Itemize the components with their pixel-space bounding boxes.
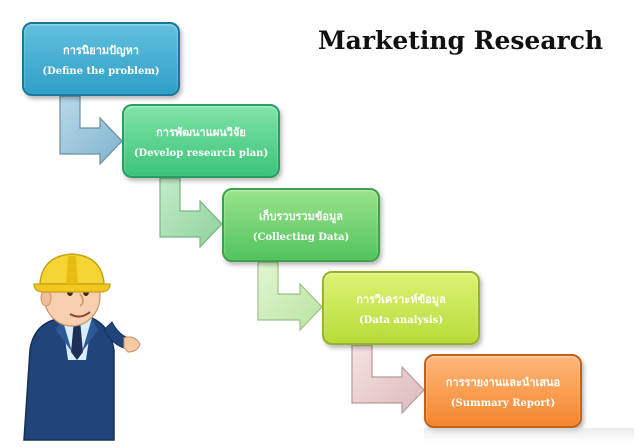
floor-shadow: [424, 428, 634, 442]
step-summary-report: การรายงานและนำเสนอ (Summary Report): [424, 354, 582, 428]
step-thai-label: การพัฒนาแผนวิจัย: [156, 126, 246, 139]
step-english-label: (Data analysis): [358, 315, 444, 326]
step-english-label: (Develop research plan): [133, 148, 269, 159]
step-english-label: (Collecting Data): [252, 232, 350, 243]
suit: [23, 317, 115, 441]
step-collect-data: เก็บรวบรวมข้อมูล (Collecting Data): [222, 188, 380, 262]
arrow-4: [351, 344, 425, 415]
step-thai-label: การนิยามปัญหา: [63, 44, 139, 57]
step-data-analysis: การวิเคราะห์ข้อมูล (Data analysis): [322, 271, 480, 345]
step-thai-label: การรายงานและนำเสนอ: [445, 376, 561, 389]
arrow-2: [159, 177, 223, 249]
step-thai-label: การวิเคราะห์ข้อมูล: [356, 293, 446, 306]
hand: [123, 336, 141, 353]
step-thai-label: เก็บรวบรวมข้อมูล: [259, 210, 343, 223]
step-develop-plan: การพัฒนาแผนวิจัย (Develop research plan): [122, 104, 280, 178]
step-english-label: (Define the problem): [42, 66, 160, 77]
arrow-1: [59, 95, 123, 166]
arrow-3: [257, 261, 323, 332]
page-title: Marketing Research: [318, 26, 604, 55]
step-english-label: (Summary Report): [450, 398, 556, 409]
tie: [71, 320, 83, 360]
step-define-problem: การนิยามปัญหา (Define the problem): [22, 22, 180, 96]
